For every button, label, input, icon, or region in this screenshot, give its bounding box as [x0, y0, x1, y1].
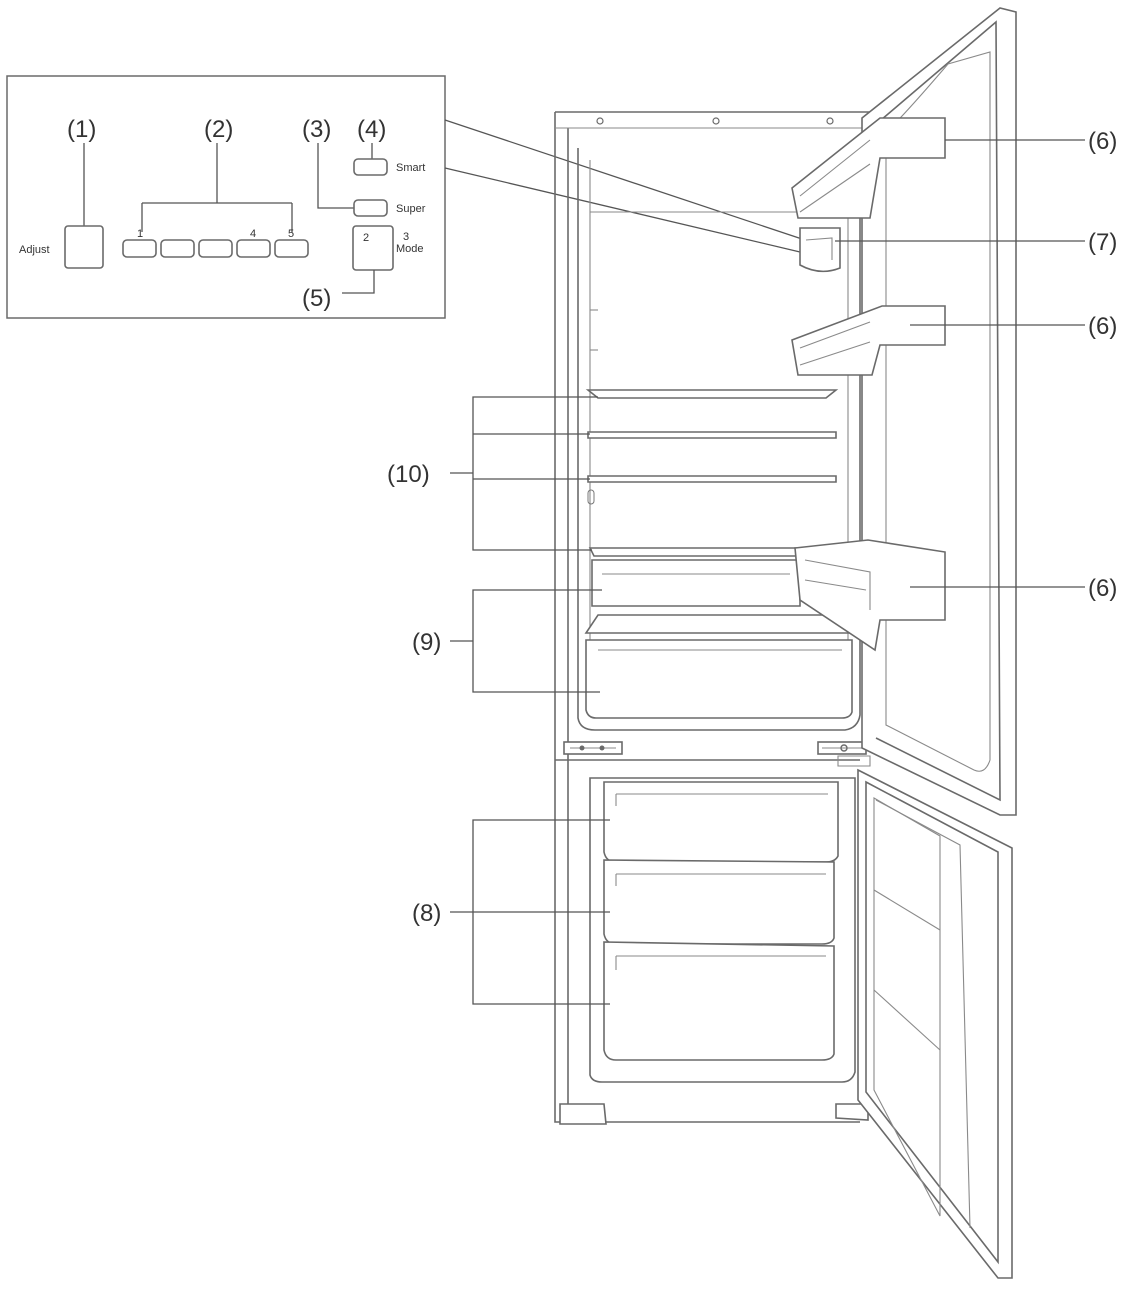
temp-key-1: [122, 239, 157, 258]
glass-shelf-2: [587, 431, 837, 439]
temp-key-2: [160, 239, 195, 258]
mode-label: Mode: [396, 243, 424, 255]
crisper-drawer: [585, 639, 853, 719]
fridge-door: [791, 7, 1017, 816]
control-panel-inset: (1) (2) (3) (4) (5) Adjust 1 4 5 Super S…: [6, 75, 806, 319]
callout-2: (2): [204, 116, 233, 143]
callout-7: (7): [1088, 229, 1117, 256]
key-3-label: 3: [403, 231, 409, 243]
super-button: [353, 199, 388, 217]
key-1-label: 1: [137, 228, 143, 240]
temp-key-5: [274, 239, 309, 258]
key-4-label: 4: [250, 228, 256, 240]
temp-key-3: [198, 239, 233, 258]
control-housing: [799, 227, 841, 273]
callout-4: (4): [357, 116, 386, 143]
fridge-callouts: (6) (7) (6) (6) (10) (9) (8): [387, 128, 1117, 1005]
freezer-door: [857, 768, 1013, 1279]
door-bin-middle: [791, 305, 946, 376]
super-label: Super: [396, 203, 426, 215]
key-2-label: 2: [363, 232, 369, 244]
mode-button: [352, 225, 394, 271]
callout-3: (3): [302, 116, 331, 143]
smart-label: Smart: [396, 162, 425, 174]
key-5-label: 5: [288, 228, 294, 240]
foot-left: [559, 1103, 607, 1125]
freezer-drawer-3: [603, 941, 835, 1061]
freezer-drawer-2: [603, 859, 835, 945]
callout-6-middle: (6): [1088, 313, 1117, 340]
callout-6-bottom: (6): [1088, 575, 1117, 602]
temp-key-4: [236, 239, 271, 258]
callout-8: (8): [412, 900, 441, 927]
callout-10: (10): [387, 461, 430, 488]
callout-1: (1): [67, 116, 96, 143]
glass-shelf-3: [587, 475, 837, 483]
foot-right: [835, 1103, 869, 1121]
adjust-button: [64, 225, 104, 269]
glass-shelf-1: [585, 389, 839, 399]
door-bin-top: [791, 117, 946, 219]
adjust-label: Adjust: [19, 244, 50, 256]
crisper-cover: [584, 614, 854, 634]
smart-button: [353, 158, 388, 176]
callout-9: (9): [412, 629, 441, 656]
fridge-cabinet: [554, 111, 873, 1125]
callout-5: (5): [302, 285, 331, 312]
crisper-drawer-top: [591, 559, 801, 607]
callout-6-top: (6): [1088, 128, 1117, 155]
